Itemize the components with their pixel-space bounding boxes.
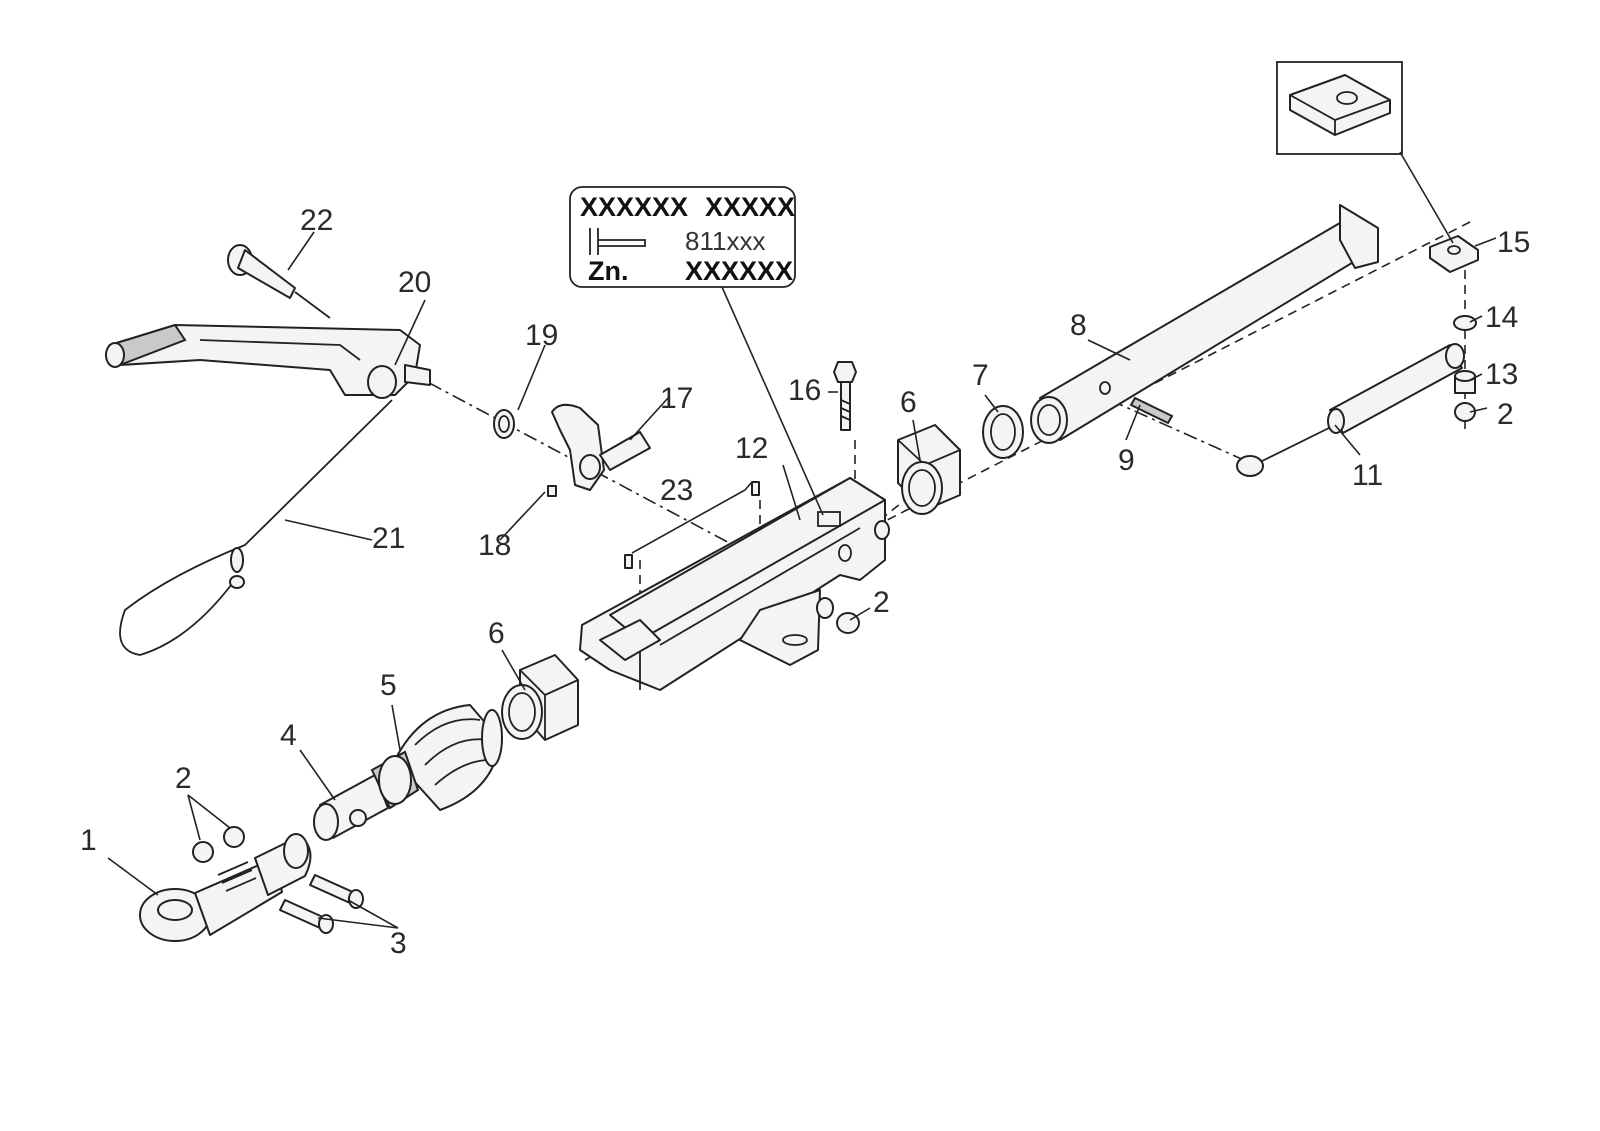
callout-20: 20 xyxy=(398,266,431,299)
part-17-latch xyxy=(551,403,651,491)
plate-row1-right: XXXXX xyxy=(705,192,795,222)
part-8-drawbar-tube xyxy=(1030,204,1379,444)
callout-13: 13 xyxy=(1485,358,1518,391)
callout-5: 5 xyxy=(380,669,397,702)
callout-7: 7 xyxy=(972,359,989,392)
part-6-rubber-block-upper xyxy=(897,424,961,515)
callout-2-left: 2 xyxy=(175,762,192,795)
callout-21: 21 xyxy=(372,522,405,555)
part-22-pin xyxy=(227,244,331,319)
leader-lines xyxy=(107,231,1497,929)
callout-3: 3 xyxy=(390,927,407,960)
part-21-cable xyxy=(119,399,393,656)
part-4-sleeve xyxy=(313,774,389,841)
part-19-o-ring xyxy=(493,409,515,439)
part-12-drawbar-housing xyxy=(579,477,890,691)
part-1-towing-eye xyxy=(139,833,312,942)
part-18-grease-nipple xyxy=(547,485,557,497)
callout-14: 14 xyxy=(1485,301,1518,334)
part-11-gas-spring xyxy=(1236,343,1465,477)
callout-8: 8 xyxy=(1070,309,1087,342)
plate-row1-left: XXXXXX xyxy=(580,192,688,222)
callout-12: 12 xyxy=(735,432,768,465)
part-14-washer xyxy=(1453,315,1477,331)
part-20-hand-lever xyxy=(105,323,431,399)
callout-2-center: 2 xyxy=(873,586,890,619)
callout-19: 19 xyxy=(525,319,558,352)
callout-1: 1 xyxy=(80,824,97,857)
part-23-grease-nipples xyxy=(624,481,760,569)
plate-row3-left: Zn. xyxy=(588,256,629,286)
plate-code: 811xxx xyxy=(685,226,765,256)
part-9-pin xyxy=(1129,396,1174,425)
part-3-bolts xyxy=(279,874,364,934)
part-2-nut-right xyxy=(1454,402,1476,422)
hitch-symbol-icon xyxy=(589,228,646,255)
callout-2-right: 2 xyxy=(1497,398,1514,431)
part-16-bolt xyxy=(833,361,857,431)
part-6-rubber-block-lower xyxy=(501,654,579,741)
callout-4: 4 xyxy=(280,719,297,752)
callout-6-lower: 6 xyxy=(488,617,505,650)
detail-box xyxy=(1276,61,1454,244)
callout-18: 18 xyxy=(478,529,511,562)
callout-6-upper: 6 xyxy=(900,386,917,419)
identification-plate: XXXXXX XXXXX 811xxx Zn. XXXXXX xyxy=(569,186,824,516)
part-5-damper-bellows xyxy=(370,704,503,811)
callout-15: 15 xyxy=(1497,226,1530,259)
part-13-bushing xyxy=(1454,370,1476,394)
callout-11: 11 xyxy=(1352,459,1383,492)
part-2-nuts-left xyxy=(192,826,245,863)
part-7-ring xyxy=(982,405,1024,459)
callout-9: 9 xyxy=(1118,444,1135,477)
callout-22: 22 xyxy=(300,204,333,237)
plate-row3-right: XXXXXX xyxy=(685,256,793,286)
callout-labels: 1 2 3 4 5 6 2 6 7 8 9 11 12 13 14 2 15 1… xyxy=(80,204,1530,960)
callout-23: 23 xyxy=(660,474,693,507)
callout-16: 16 xyxy=(788,374,821,407)
part-15-slide-plate xyxy=(1429,235,1479,273)
callout-17: 17 xyxy=(660,382,693,415)
